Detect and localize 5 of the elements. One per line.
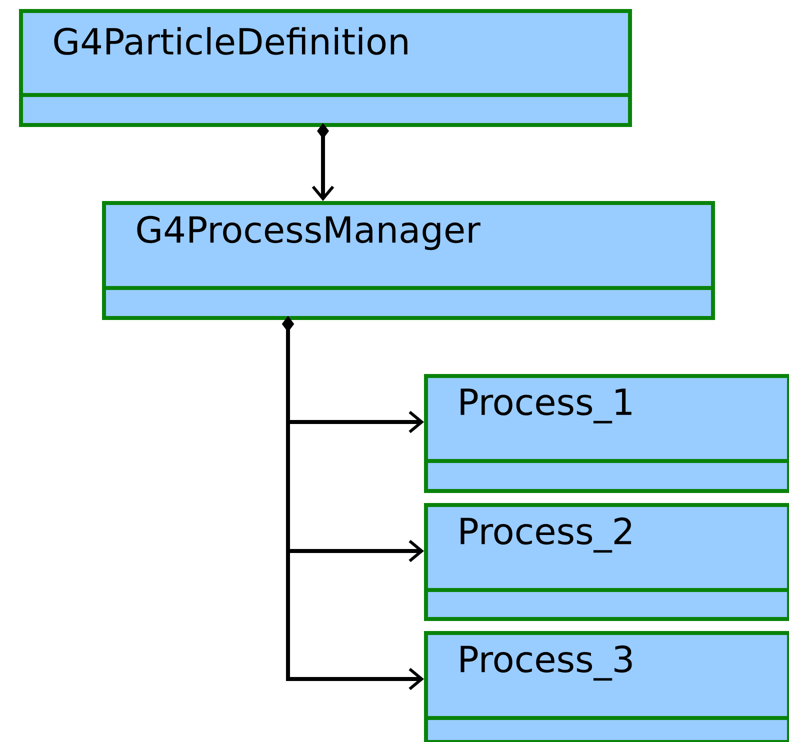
class-box: G4ProcessManager [102,201,715,320]
class-box: Process_3 [424,631,789,742]
class-box: G4ParticleDefinition [19,9,632,127]
class-box: Process_2 [424,503,789,621]
class-box: Process_1 [424,374,789,493]
